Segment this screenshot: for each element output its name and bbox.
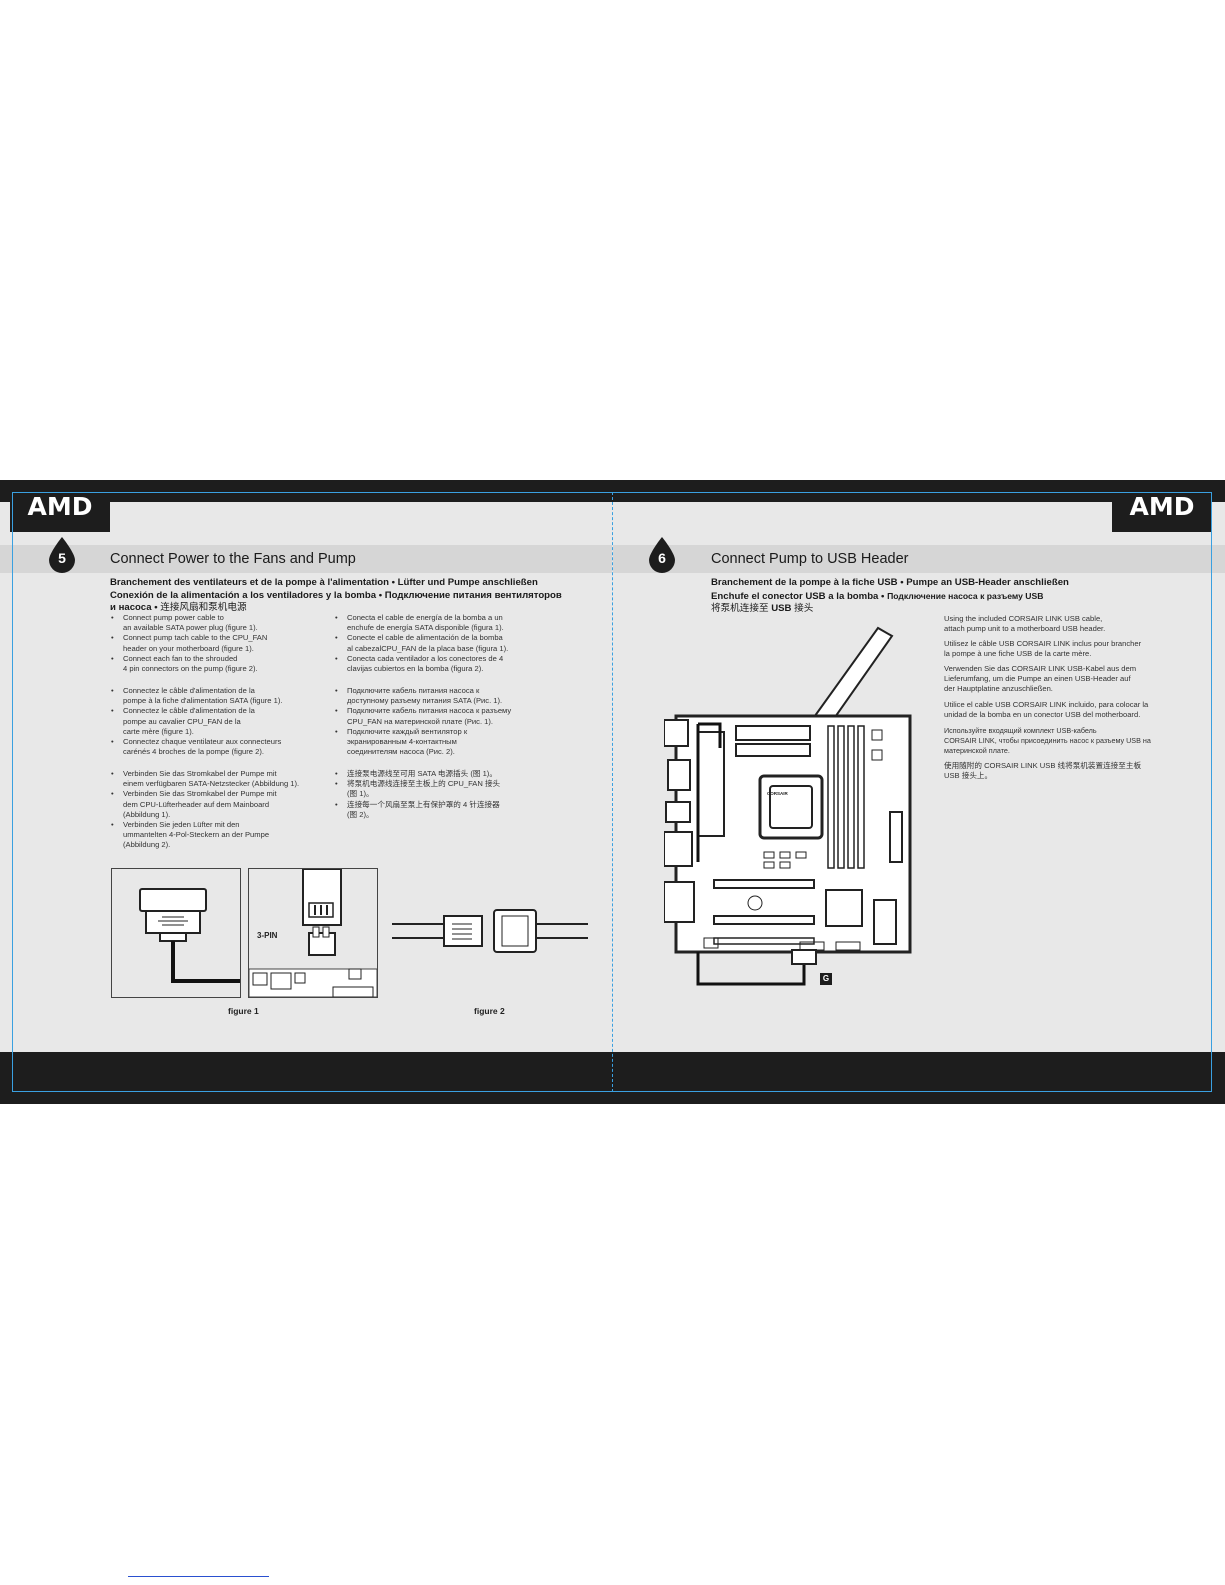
motherboard-illustration [664, 626, 912, 986]
step5-russian-list: Подключите кабель питания насоса к досту… [335, 686, 550, 757]
step5-subtitle-line3b: 连接风扇和泵机电源 [160, 602, 247, 613]
step6-english: Using the included CORSAIR LINK USB cabl… [944, 614, 1106, 634]
step5-subtitle-line2: Conexión de la alimentación a los ventil… [110, 589, 562, 601]
list-item: Verbinden Sie das Stromkabel der Pumpe m… [111, 769, 326, 789]
sata-plug-illustration [139, 888, 240, 983]
list-item: Conecte el cable de alimentación de la b… [335, 633, 550, 653]
list-item: Conecta cada ventilador a los conectores… [335, 654, 550, 674]
figure1-sata-panel [111, 868, 241, 998]
step6-subtitle-line3a: 将泵机连接至 [711, 603, 772, 614]
step5-spanish-list: Conecta el cable de energía de la bomba … [335, 613, 550, 674]
step5-header-band [0, 545, 612, 573]
step6-russian: Используйте входящий комплект USB-кабель… [944, 726, 1151, 756]
step6-spanish: Utilice el cable USB CORSAIR LINK inclui… [944, 700, 1149, 720]
list-item: Verbinden Sie das Stromkabel der Pumpe m… [111, 789, 326, 820]
figure2-connector-illustration [392, 909, 588, 953]
step6-french: Utilisez le câble USB CORSAIR LINK inclu… [944, 639, 1142, 659]
list-item: Connect each fan to the shrouded 4 pin c… [111, 654, 326, 674]
pump-logo: CORSAIR [767, 791, 788, 796]
step5-subtitle: Branchement des ventilateurs et de la po… [110, 577, 562, 615]
figure1-header-panel: 3-PIN [248, 868, 378, 998]
amd-logo-right: AMD [1112, 480, 1212, 532]
step5-french-list: Connectez le câble d'alimentation de la … [111, 686, 326, 757]
figure1-3pin-label: 3-PIN [257, 931, 278, 940]
step6-subtitle: Branchement de la pompe à la fiche USB •… [711, 577, 1069, 616]
step6-chinese: 使用随附的 CORSAIR LINK USB 线将泵机装置连接至主板 USB 接… [944, 761, 1142, 781]
footer-link-line [128, 1576, 269, 1577]
step6-subtitle-line3c: 接头 [791, 603, 814, 614]
step5-drop-icon: 5 [49, 537, 75, 573]
fold-guide [612, 492, 613, 1092]
step5-number: 5 [58, 550, 66, 566]
list-item: Connectez chaque ventilateur aux connect… [111, 737, 326, 757]
fan-header-illustration [249, 869, 377, 997]
step6-header-band [613, 545, 1225, 573]
step6-title: Connect Pump to USB Header [711, 551, 909, 567]
top-strip [0, 480, 1225, 502]
step5-subtitle-line1: Branchement des ventilateurs et de la po… [110, 577, 538, 588]
step5-english-list: Connect pump power cable to an available… [111, 613, 326, 674]
step5-german-list: Verbinden Sie das Stromkabel der Pumpe m… [111, 769, 326, 851]
list-item: 连接每一个风扇至泵上有保护罩的 4 针连接器 (图 2)。 [335, 800, 550, 820]
step6-subtitle-line2a: Enchufe el conector USB a la bomba • [711, 590, 888, 602]
connector-g-badge: G [820, 973, 832, 985]
figure2-caption: figure 2 [474, 1006, 505, 1016]
manual-spread: AMD AMD 5 Connect Power to the Fans and … [0, 480, 1225, 1104]
list-item: 连接泵电源线至可用 SATA 电源插头 (图 1)。 [335, 769, 550, 779]
list-item: Verbinden Sie jeden Lüfter mit den umman… [111, 820, 326, 851]
list-item: Connectez le câble d'alimentation de la … [111, 686, 326, 706]
figure1-caption: figure 1 [228, 1006, 259, 1016]
list-item: Conecta el cable de energía de la bomba … [335, 613, 550, 633]
step6-subtitle-line1: Branchement de la pompe à la fiche USB •… [711, 577, 1069, 588]
list-item: Подключите кабель питания насоса к разъе… [335, 706, 550, 726]
step5-chinese-list: 连接泵电源线至可用 SATA 电源插头 (图 1)。 将泵机电源线连接至主板上的… [335, 769, 550, 820]
list-item: Connect pump tach cable to the CPU_FAN h… [111, 633, 326, 653]
list-item: Connect pump power cable to an available… [111, 613, 326, 633]
step6-subtitle-line2b: Подключение насоса к разъему USB [887, 590, 1044, 601]
amd-logo-left: AMD [10, 480, 110, 532]
step6-german: Verwenden Sie das CORSAIR LINK USB-Kabel… [944, 664, 1137, 694]
list-item: Подключите кабель питания насоса к досту… [335, 686, 550, 706]
step5-subtitle-line3a: и насоса • [110, 602, 161, 613]
step6-number: 6 [658, 550, 666, 566]
step6-drop-icon: 6 [649, 537, 675, 573]
list-item: Подключите каждый вентилятор к экраниров… [335, 727, 550, 758]
step6-subtitle-line3b: USB [771, 603, 792, 614]
step5-title: Connect Power to the Fans and Pump [110, 551, 356, 567]
list-item: 将泵机电源线连接至主板上的 CPU_FAN 接头 (图 1)。 [335, 779, 550, 799]
list-item: Connectez le câble d'alimentation de la … [111, 706, 326, 737]
